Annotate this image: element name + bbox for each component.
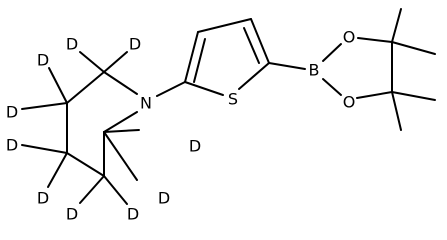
bond-o-upper-c — [357, 37, 393, 43]
deuterium-label: D — [6, 136, 18, 155]
bond-c3-d-left — [21, 102, 68, 110]
deuterium-label: D — [37, 51, 49, 70]
nitrogen-atom: N — [140, 94, 152, 113]
bond-c4-c5-outer — [250, 18, 270, 64]
boron-atom: B — [309, 61, 320, 80]
bond-b-o-upper — [322, 43, 342, 62]
bond-thiophene-boron — [268, 62, 306, 70]
deuterium-label: D — [37, 189, 49, 208]
bond-c3-c4 — [197, 18, 252, 33]
oxygen-atom-lower: O — [343, 93, 356, 112]
deuterium-label: D — [127, 205, 139, 224]
bond-c2-n — [103, 71, 138, 95]
bond-methyl-1 — [391, 8, 402, 43]
bond-o-lower-b — [322, 78, 342, 96]
bond-c2-c3-outer — [184, 31, 199, 83]
deuterium-label: D — [129, 35, 141, 54]
bond-c-o-lower — [356, 91, 393, 99]
bond-c4-c5-inner — [243, 27, 260, 64]
bond-c2-c3-inner — [193, 38, 206, 83]
bond-c3-d-top — [48, 67, 68, 104]
sulfur-atom: S — [228, 90, 238, 109]
bond-methyl-3 — [391, 91, 436, 101]
bond-methyl-2 — [391, 41, 436, 55]
bond-c2-d-right — [103, 51, 128, 73]
deuterium-label: D — [6, 103, 18, 122]
bond-methyl-4 — [391, 91, 402, 131]
bond-s-c2 — [184, 81, 224, 96]
deuterium-label: D — [66, 35, 78, 54]
deuterium-bonds — [21, 51, 140, 205]
bond-c3-c2 — [66, 71, 105, 104]
deuterium-labels: D D D D D D D D D D — [6, 35, 201, 224]
deuterium-label: D — [66, 205, 78, 224]
dioxaborolane-ring-bonds — [322, 37, 393, 99]
oxygen-atom-upper: O — [343, 28, 356, 47]
chemical-structure: N S B O O D D D D D D D D D D — [6, 8, 436, 224]
deuterium-label: D — [189, 137, 201, 156]
bond-c5-d-right — [103, 175, 128, 205]
methyl-bonds — [391, 8, 436, 131]
bond-c4-d-bottom — [47, 152, 68, 188]
bond-n-c6 — [103, 111, 138, 133]
deuterium-label: D — [158, 189, 170, 208]
bond-c5-d-left — [79, 175, 105, 204]
bond-c2-d-left — [79, 51, 105, 73]
bond-c5-s — [238, 62, 270, 90]
bond-c6-d-right — [103, 129, 140, 133]
bond-c4-d-left — [21, 144, 68, 154]
thiophene-ring-bonds — [184, 18, 270, 96]
bond-c6-d-lower — [103, 131, 138, 181]
piperidine-ring-bonds — [66, 71, 138, 177]
bond-c5-c4 — [66, 152, 105, 177]
atom-labels: N S B O O — [140, 28, 355, 113]
bond-n-thiophene — [156, 81, 186, 97]
